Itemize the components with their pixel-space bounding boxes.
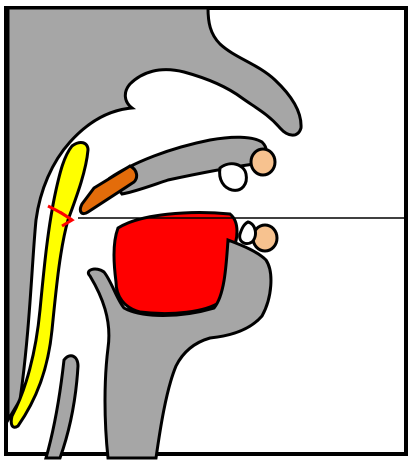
upper-tooth (220, 164, 247, 191)
upper-lip (251, 149, 275, 175)
lower-lip (253, 225, 277, 251)
